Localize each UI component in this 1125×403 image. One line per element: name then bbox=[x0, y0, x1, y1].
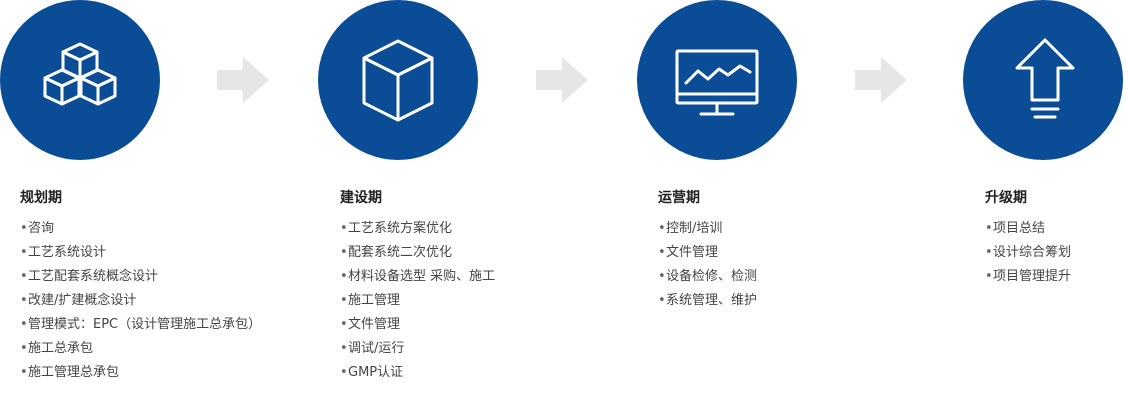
list-item-label: 设备检修、检测 bbox=[666, 269, 758, 284]
list-item: •文件管理 bbox=[658, 241, 757, 265]
bullet-icon: • bbox=[20, 221, 28, 236]
bullet-icon: • bbox=[985, 221, 993, 236]
next-arrow-icon bbox=[536, 57, 588, 103]
next-arrow-icon bbox=[855, 57, 907, 103]
stage-title: 升级期 bbox=[985, 190, 1027, 206]
list-item: •施工管理总承包 bbox=[20, 361, 261, 385]
list-item-label: 施工管理总承包 bbox=[28, 365, 120, 380]
bullet-icon: • bbox=[340, 221, 348, 236]
list-item-label: 配套系统二次优化 bbox=[348, 245, 453, 260]
list-item-label: 系统管理、维护 bbox=[666, 293, 758, 308]
stage-circle-upgrade bbox=[963, 0, 1123, 160]
stage-circle-operation bbox=[637, 0, 797, 160]
bullet-icon: • bbox=[20, 341, 28, 356]
list-item-label: 调试/运行 bbox=[348, 341, 405, 356]
bullet-icon: • bbox=[658, 269, 666, 284]
list-item-label: 设计综合筹划 bbox=[993, 245, 1072, 260]
list-item-label: 咨询 bbox=[28, 221, 55, 236]
list-item: •调试/运行 bbox=[340, 337, 495, 361]
next-arrow-icon bbox=[217, 57, 269, 103]
stage-item-list: •项目总结•设计综合筹划•项目管理提升 bbox=[985, 217, 1071, 289]
bullet-icon: • bbox=[658, 221, 666, 236]
list-item: •设备检修、检测 bbox=[658, 265, 757, 289]
upgrade-arrow-icon bbox=[1015, 38, 1075, 119]
bullet-icon: • bbox=[340, 317, 348, 332]
list-item: •系统管理、维护 bbox=[658, 289, 757, 313]
list-item: •文件管理 bbox=[340, 313, 495, 337]
list-item: •项目总结 bbox=[985, 217, 1071, 241]
stage-title: 规划期 bbox=[20, 190, 62, 206]
bullet-icon: • bbox=[20, 365, 28, 380]
stage-title: 建设期 bbox=[340, 190, 382, 206]
cube-icon bbox=[362, 39, 434, 122]
cubes-icon bbox=[43, 42, 117, 106]
list-item: •施工管理 bbox=[340, 289, 495, 313]
stage-circle-planning bbox=[0, 0, 160, 160]
stage-title: 运营期 bbox=[658, 190, 700, 206]
list-item-label: 工艺系统设计 bbox=[28, 245, 107, 260]
list-item: •配套系统二次优化 bbox=[340, 241, 495, 265]
list-item-label: 施工总承包 bbox=[28, 341, 94, 356]
list-item: •改建/扩建概念设计 bbox=[20, 289, 261, 313]
list-item-label: 控制/培训 bbox=[666, 221, 723, 236]
list-item: •工艺系统设计 bbox=[20, 241, 261, 265]
bullet-icon: • bbox=[340, 365, 348, 380]
bullet-icon: • bbox=[20, 269, 28, 284]
list-item-label: 工艺系统方案优化 bbox=[348, 221, 453, 236]
list-item-label: 项目总结 bbox=[993, 221, 1046, 236]
list-item: •控制/培训 bbox=[658, 217, 757, 241]
list-item-label: 工艺配套系统概念设计 bbox=[28, 269, 159, 284]
bullet-icon: • bbox=[985, 245, 993, 260]
bullet-icon: • bbox=[20, 293, 28, 308]
stage-item-list: •咨询•工艺系统设计•工艺配套系统概念设计•改建/扩建概念设计•管理模式：EPC… bbox=[20, 217, 261, 385]
monitor-chart-icon bbox=[675, 49, 759, 116]
list-item-label: 改建/扩建概念设计 bbox=[28, 293, 137, 308]
list-item: •施工总承包 bbox=[20, 337, 261, 361]
list-item: •GMP认证 bbox=[340, 361, 495, 385]
stage-circle-construction bbox=[318, 0, 478, 160]
bullet-icon: • bbox=[340, 269, 348, 284]
list-item: •咨询 bbox=[20, 217, 261, 241]
bullet-icon: • bbox=[658, 293, 666, 308]
bullet-icon: • bbox=[20, 317, 28, 332]
list-item-label: 施工管理 bbox=[348, 293, 401, 308]
bullet-icon: • bbox=[20, 245, 28, 260]
list-item: •项目管理提升 bbox=[985, 265, 1071, 289]
list-item-label: 文件管理 bbox=[666, 245, 719, 260]
list-item: •设计综合筹划 bbox=[985, 241, 1071, 265]
list-item: •工艺系统方案优化 bbox=[340, 217, 495, 241]
list-item-label: 项目管理提升 bbox=[993, 269, 1072, 284]
bullet-icon: • bbox=[340, 293, 348, 308]
bullet-icon: • bbox=[658, 245, 666, 260]
bullet-icon: • bbox=[340, 245, 348, 260]
list-item: •工艺配套系统概念设计 bbox=[20, 265, 261, 289]
stage-item-list: •工艺系统方案优化•配套系统二次优化•材料设备选型 采购、施工•施工管理•文件管… bbox=[340, 217, 495, 385]
list-item-label: GMP认证 bbox=[348, 365, 404, 380]
list-item-label: 文件管理 bbox=[348, 317, 401, 332]
list-item-label: 管理模式：EPC（设计管理施工总承包） bbox=[28, 317, 262, 332]
bullet-icon: • bbox=[985, 269, 993, 284]
stage-item-list: •控制/培训•文件管理•设备检修、检测•系统管理、维护 bbox=[658, 217, 757, 313]
bullet-icon: • bbox=[340, 341, 348, 356]
list-item-label: 材料设备选型 采购、施工 bbox=[348, 269, 496, 284]
list-item: •管理模式：EPC（设计管理施工总承包） bbox=[20, 313, 261, 337]
list-item: •材料设备选型 采购、施工 bbox=[340, 265, 495, 289]
